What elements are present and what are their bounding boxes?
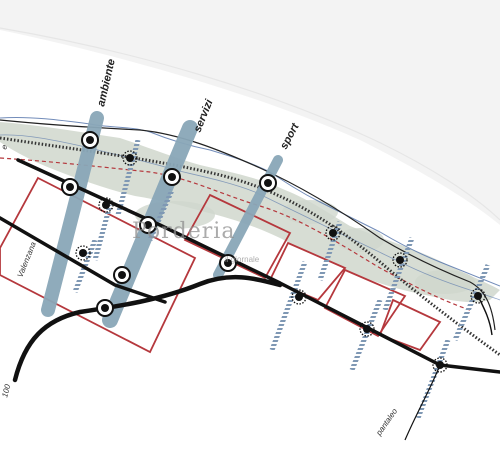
road-east-branch — [477, 295, 493, 336]
label-sport: sport — [278, 120, 302, 151]
node-main — [219, 254, 237, 272]
connector — [452, 263, 491, 342]
node-secondary — [325, 225, 341, 241]
watermark-brand: Porderia — [132, 219, 235, 244]
main-nodes — [61, 131, 277, 317]
label-road-100: 100 — [0, 383, 12, 399]
block-central — [183, 193, 292, 280]
block-east-2 — [323, 268, 407, 338]
connector — [382, 237, 415, 311]
node-secondary — [432, 357, 448, 373]
node-secondary — [359, 321, 375, 337]
node-main — [163, 168, 181, 186]
node-main — [61, 178, 79, 196]
watermark-tagline: il giornale — [225, 255, 260, 264]
axis-ambiente — [41, 111, 104, 317]
vegetation-patch — [415, 270, 475, 294]
node-main — [139, 216, 157, 234]
label-servizi: servizi — [192, 97, 216, 134]
main-road-south — [0, 216, 167, 304]
node-main — [81, 131, 99, 149]
connector — [115, 139, 141, 216]
label-pantaleo: pantaleo — [374, 406, 400, 438]
node-secondary — [291, 289, 307, 305]
node-secondary — [470, 288, 486, 304]
node-secondary — [98, 197, 114, 213]
connector — [92, 204, 113, 261]
secondary-nodes — [75, 150, 486, 373]
connector — [415, 339, 451, 419]
terrain-background — [0, 0, 500, 225]
label-valenzana: Valenzana — [16, 240, 39, 279]
connector — [269, 261, 308, 351]
vegetation-patch — [336, 228, 384, 252]
terrain-contour — [0, 27, 500, 221]
node-secondary — [122, 150, 138, 166]
label-edge-left: e — [0, 143, 10, 151]
connector — [349, 299, 383, 371]
node-main — [96, 299, 114, 317]
node-main — [113, 266, 131, 284]
vegetation-patch — [282, 200, 338, 224]
node-main — [259, 174, 277, 192]
node-secondary — [75, 245, 91, 261]
node-secondary — [392, 252, 408, 268]
slope-line — [0, 119, 496, 331]
road-pantaleo — [404, 364, 441, 441]
label-ambiente: ambiente — [95, 58, 118, 108]
block-east-3 — [378, 298, 442, 352]
road-100 — [12, 274, 283, 383]
